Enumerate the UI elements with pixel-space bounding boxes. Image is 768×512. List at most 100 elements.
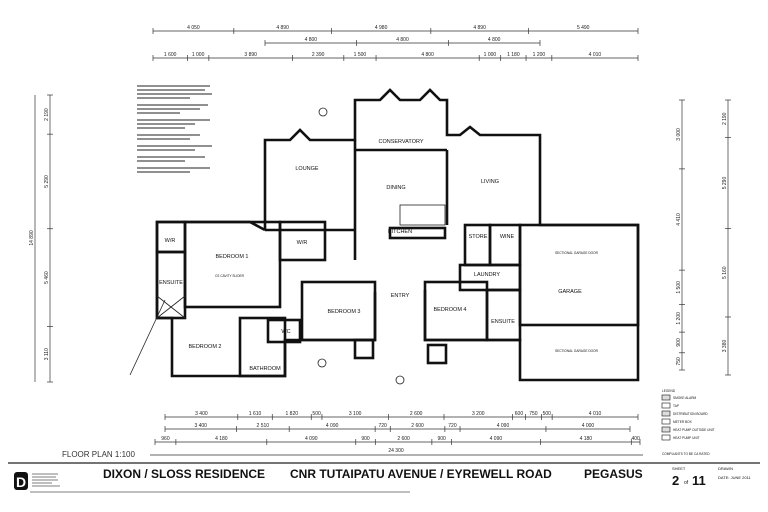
- dimension-label: 3 890: [244, 52, 257, 58]
- project-address: CNR TUTAIPATU AVENUE / EYREWELL ROAD: [290, 467, 552, 481]
- dimension-total-label: 14 890: [29, 230, 35, 246]
- dimension-label: 1 000: [192, 52, 205, 58]
- dimension-label: 500: [312, 411, 321, 417]
- general-notes: [137, 85, 212, 173]
- dimension-label: 400: [631, 436, 640, 442]
- north-arrow-icon: [318, 107, 328, 117]
- room-ensuite-2: ENSUITE: [491, 319, 515, 325]
- dimension-label: 3 000: [676, 128, 682, 141]
- dimension-label: 4 800: [305, 37, 318, 43]
- dimension-label: 4 050: [187, 25, 200, 31]
- room-bedroom-1: BEDROOM 1: [215, 254, 248, 260]
- dimension-label: 2 600: [397, 436, 410, 442]
- room-store: STORE: [469, 234, 488, 240]
- firm-logo: D: [14, 472, 410, 493]
- drawing-date: DATE: JUNE 2011: [718, 475, 751, 480]
- dimension-label: 4 180: [580, 436, 593, 442]
- dimension-label: 4 010: [589, 52, 602, 58]
- legend-symbol-icon: [661, 418, 671, 425]
- dimension-label: 4 800: [488, 37, 501, 43]
- dimension-label: 1 200: [676, 312, 682, 325]
- dimension-label: 4 000: [582, 423, 595, 429]
- dimension-label: 4 890: [473, 25, 486, 31]
- dimension-label: 720: [379, 423, 388, 429]
- room-bedroom-3: BEDROOM 3: [327, 309, 360, 315]
- dimension-label: 1 500: [354, 52, 367, 58]
- dimension-label: 4 090: [326, 423, 339, 429]
- room-living: LIVING: [481, 179, 499, 185]
- sheet-number: 2: [672, 473, 680, 488]
- note-garage-door-1: SECTIONAL GARAGE DOOR: [555, 251, 599, 255]
- room-dining: DINING: [386, 185, 405, 191]
- room-bathroom: BATHROOM: [249, 366, 281, 372]
- dimension-label: 750: [529, 411, 538, 417]
- dimension-label: 4 890: [276, 25, 289, 31]
- room-wir-2: W/R: [297, 240, 308, 246]
- project-title: DIXON / SLOSS RESIDENCE: [103, 467, 266, 481]
- dimension-label: 5 290: [722, 177, 728, 190]
- note-garage-door-2: SECTIONAL GARAGE DOOR: [555, 349, 599, 353]
- project-location: PEGASUS: [584, 467, 643, 481]
- room-labels: LOUNGE CONSERVATORY DINING LIVING KITCHE…: [159, 139, 599, 372]
- dimension-label: 4 090: [490, 436, 503, 442]
- legend-symbol-icon: [661, 402, 671, 409]
- legend-item: DISTRIBUTION BOARD: [673, 412, 708, 416]
- room-wir-1: W/R: [165, 238, 176, 244]
- dimension-label: 3 110: [44, 348, 50, 360]
- room-garage: GARAGE: [558, 289, 582, 295]
- dimension-label: 3 200: [472, 411, 485, 417]
- legend-item: TAP: [673, 404, 679, 408]
- sheet-of: of: [684, 480, 689, 486]
- sheet-label: SHEET: [672, 466, 686, 471]
- dimension-label: 500: [543, 411, 552, 417]
- legend-symbol-icon: [661, 394, 671, 401]
- legend-title: LEGEND: [662, 389, 676, 393]
- room-bedroom-2: BEDROOM 2: [188, 344, 221, 350]
- dimension-label: 4 980: [375, 25, 388, 31]
- dimension-label: 1 180: [507, 52, 520, 58]
- room-lounge: LOUNGE: [295, 166, 319, 172]
- room-ensuite-1: ENSUITE: [159, 280, 183, 286]
- dimension-label: 4 090: [305, 436, 318, 442]
- dimension-label: 1 600: [164, 52, 177, 58]
- dimension-label: 2 390: [312, 52, 325, 58]
- dimension-total-label: 24 300: [388, 448, 404, 454]
- legend-item: METER BOX: [673, 420, 693, 424]
- legend-item: HEAT PUMP OUTSIDE UNIT: [673, 428, 715, 432]
- dimension-label: 3 100: [349, 411, 362, 417]
- section-marker-icon: [317, 358, 327, 368]
- dimension-label: 2 600: [410, 411, 423, 417]
- dimension-label: 600: [515, 411, 524, 417]
- dimension-label: 900: [361, 436, 370, 442]
- svg-text:D: D: [16, 474, 26, 490]
- dimension-label: 4 090: [497, 423, 510, 429]
- room-kitchen: KITCHEN: [388, 229, 412, 235]
- dimension-label: 5 290: [44, 175, 50, 188]
- drawn-label: DRAWN: [718, 466, 733, 471]
- dimension-label: 4 410: [676, 213, 682, 226]
- dimension-label: 4 010: [589, 411, 602, 417]
- dimension-label: 4 800: [396, 37, 409, 43]
- dimension-label: 2 600: [411, 423, 424, 429]
- dimension-label: 1 200: [533, 52, 546, 58]
- dimension-label: 900: [437, 436, 446, 442]
- floor-plan-scale-label: FLOOR PLAN 1:100: [62, 450, 135, 459]
- note-cavity-slider: CS CAVITY SLIDER: [215, 274, 245, 278]
- room-entry: ENTRY: [391, 293, 410, 299]
- dimension-label: 750: [676, 357, 682, 366]
- dimension-label: 3 400: [194, 423, 207, 429]
- dimension-label: 2 190: [722, 112, 728, 125]
- dimension-label: 720: [448, 423, 457, 429]
- dimension-label: 1 820: [286, 411, 299, 417]
- room-conservatory: CONSERVATORY: [378, 139, 423, 145]
- dimension-label: 1 610: [249, 411, 262, 417]
- legend-footnote: COMPLIANTS TO BE CA RATED: [662, 452, 710, 456]
- legend-symbol-icon: [661, 426, 671, 433]
- sheet-total: 11: [692, 473, 706, 488]
- dimension-label: 3 400: [195, 411, 208, 417]
- dimension-label: 5 160: [722, 266, 728, 279]
- dimension-label: 5 460: [44, 271, 50, 284]
- legend-symbol-icon: [661, 410, 671, 417]
- room-wc: WC: [281, 329, 290, 335]
